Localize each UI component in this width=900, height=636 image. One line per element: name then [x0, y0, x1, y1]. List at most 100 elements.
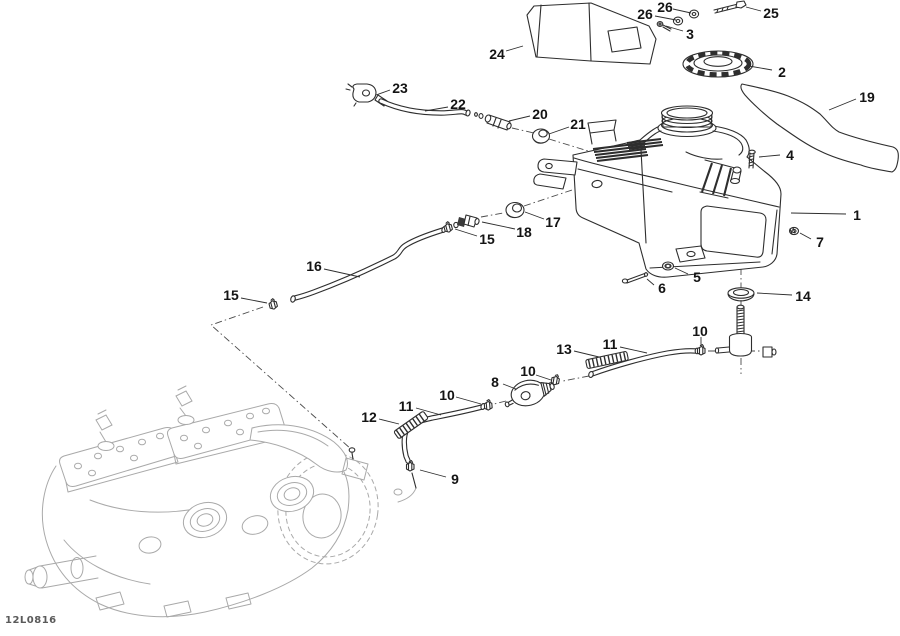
- callout-part-6[interactable]: 6: [646, 278, 666, 296]
- part-8-filter: [504, 379, 555, 408]
- callout-number[interactable]: 11: [399, 398, 414, 414]
- callout-number[interactable]: 21: [570, 116, 586, 132]
- callout-part-11[interactable]: 11: [603, 336, 648, 354]
- callout-leader-line: [619, 346, 648, 354]
- callout-number[interactable]: 15: [479, 231, 495, 247]
- callout-part-25[interactable]: 25: [745, 5, 779, 21]
- part-10-clamp-right: [696, 344, 706, 356]
- callout-number[interactable]: 8: [491, 374, 499, 390]
- part-5-washer: [661, 261, 675, 271]
- callout-part-18[interactable]: 18: [481, 221, 532, 240]
- callout-leader-line: [323, 268, 361, 278]
- callout-part-15[interactable]: 15: [223, 287, 268, 304]
- callout-number[interactable]: 24: [489, 46, 505, 62]
- callout-number[interactable]: 14: [795, 288, 811, 304]
- callout-layer: 1234567891010101111121314151516171819202…: [223, 0, 875, 487]
- callout-number[interactable]: 26: [637, 6, 653, 22]
- callout-part-24[interactable]: 24: [489, 45, 524, 62]
- callout-number[interactable]: 20: [532, 106, 548, 122]
- callout-part-7[interactable]: 7: [799, 232, 824, 250]
- callout-number[interactable]: 16: [306, 258, 322, 274]
- part-16-hose: [290, 226, 447, 303]
- callout-part-4[interactable]: 4: [758, 147, 794, 163]
- callout-leader-line: [756, 292, 793, 296]
- part-17-grommet: [505, 201, 525, 219]
- exhaust-ports: [182, 475, 315, 539]
- callout-part-10[interactable]: 10: [520, 363, 552, 381]
- callout-leader-line: [745, 6, 762, 12]
- callout-leader-line: [573, 350, 600, 358]
- spark-plug-right: [175, 385, 195, 425]
- callout-number[interactable]: 2: [778, 64, 786, 80]
- part-1-oil-tank: [533, 105, 782, 278]
- callout-part-9[interactable]: 9: [419, 469, 459, 487]
- callout-leader-line: [758, 154, 781, 158]
- callout-number[interactable]: 3: [686, 26, 694, 42]
- callout-number[interactable]: 10: [692, 323, 708, 339]
- callout-number[interactable]: 7: [816, 234, 824, 250]
- callout-leader-line: [419, 469, 447, 478]
- callout-number[interactable]: 6: [658, 280, 666, 296]
- callout-part-12[interactable]: 12: [361, 409, 400, 425]
- part-6-pin: [621, 272, 649, 284]
- callout-number[interactable]: 5: [693, 269, 701, 285]
- callout-number[interactable]: 9: [451, 471, 459, 487]
- callout-number[interactable]: 10: [520, 363, 536, 379]
- callout-number[interactable]: 19: [859, 89, 875, 105]
- oil-valve: [714, 304, 777, 358]
- part-25-bolt: [713, 0, 747, 14]
- part-21-grommet: [531, 128, 551, 144]
- callout-number[interactable]: 11: [603, 336, 618, 352]
- callout-leader-line: [665, 25, 684, 32]
- callout-number[interactable]: 13: [556, 341, 572, 357]
- callout-part-22[interactable]: 22: [424, 96, 466, 112]
- callout-leader-line: [535, 374, 552, 381]
- callout-number[interactable]: 22: [450, 96, 466, 112]
- callout-number[interactable]: 10: [439, 387, 455, 403]
- callout-part-23[interactable]: 23: [375, 80, 408, 96]
- callout-leader-line: [481, 221, 516, 230]
- callout-number[interactable]: 1: [853, 207, 861, 223]
- callout-part-11[interactable]: 11: [399, 398, 442, 416]
- callout-leader-line: [240, 297, 268, 304]
- callout-number[interactable]: 18: [516, 224, 532, 240]
- callout-number[interactable]: 25: [763, 5, 779, 21]
- callout-part-10[interactable]: 10: [439, 387, 482, 405]
- callout-leader-line: [502, 383, 517, 390]
- callout-number[interactable]: 17: [545, 214, 561, 230]
- callout-leader-line: [799, 232, 812, 240]
- callout-leader-line: [672, 8, 692, 14]
- callout-part-3[interactable]: 3: [665, 25, 694, 42]
- callout-number[interactable]: 12: [361, 409, 377, 425]
- callout-part-16[interactable]: 16: [306, 258, 361, 278]
- callout-part-26[interactable]: 26: [657, 0, 692, 15]
- callout-part-26[interactable]: 26: [637, 6, 677, 22]
- part-12-sleeve: [393, 411, 429, 439]
- callout-part-21[interactable]: 21: [548, 116, 586, 135]
- callout-leader-line: [828, 98, 857, 111]
- callout-part-13[interactable]: 13: [556, 341, 600, 358]
- callout-leader-line: [454, 228, 478, 237]
- callout-part-8[interactable]: 8: [491, 374, 517, 390]
- callout-number[interactable]: 26: [657, 0, 673, 15]
- callout-leader-line: [646, 278, 655, 286]
- callout-leader-line: [524, 211, 545, 220]
- callout-leader-line: [455, 396, 482, 405]
- callout-number[interactable]: 15: [223, 287, 239, 303]
- callout-part-20[interactable]: 20: [508, 106, 548, 122]
- callout-number[interactable]: 23: [392, 80, 408, 96]
- callout-part-1[interactable]: 1: [790, 207, 861, 223]
- callout-part-2[interactable]: 2: [748, 64, 786, 80]
- callout-part-10[interactable]: 10: [692, 323, 708, 346]
- callout-part-15[interactable]: 15: [454, 228, 495, 247]
- drawing-code: 12L0816: [5, 615, 57, 626]
- callout-part-14[interactable]: 14: [756, 288, 811, 304]
- part-26-washer-a: [688, 9, 700, 19]
- part-13-sleeve: [585, 351, 629, 369]
- callout-part-5[interactable]: 5: [674, 267, 701, 285]
- callout-part-17[interactable]: 17: [524, 211, 561, 230]
- callout-part-19[interactable]: 19: [828, 89, 875, 111]
- callout-number[interactable]: 4: [786, 147, 794, 163]
- part-10-clamp-left: [483, 398, 493, 411]
